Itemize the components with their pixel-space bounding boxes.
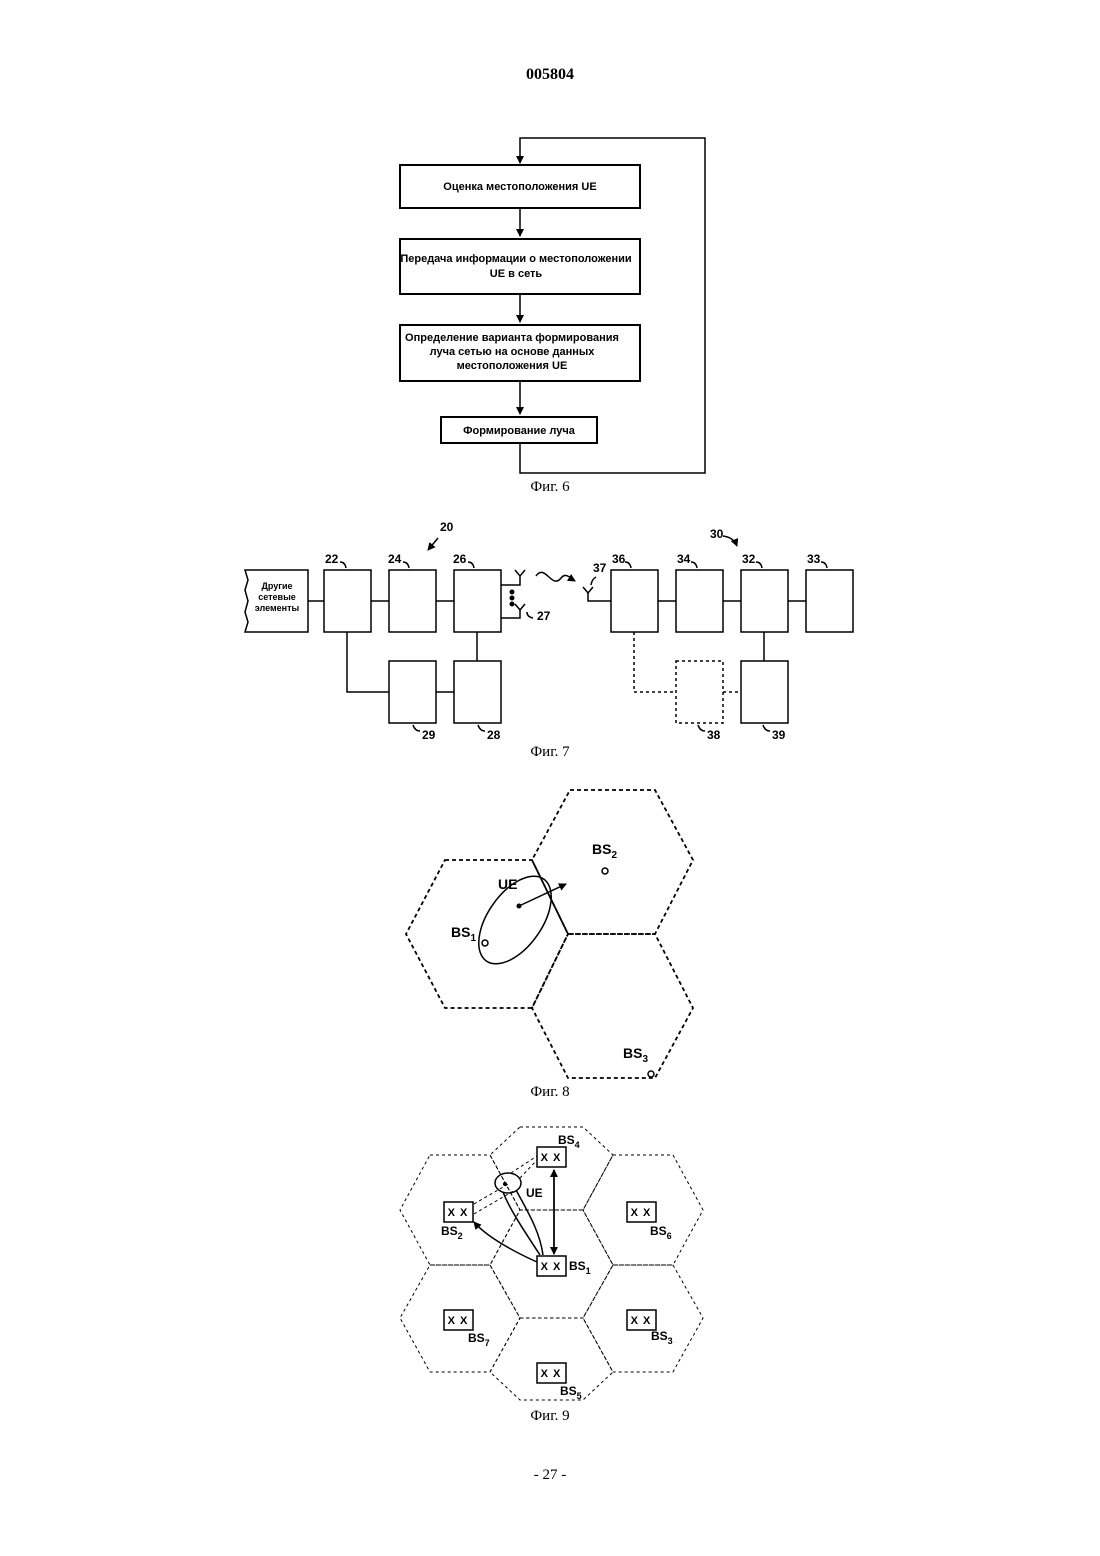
fig6-box2-line1: Передача информации о местоположении <box>400 253 631 265</box>
fig7-label-38: 38 <box>707 728 721 742</box>
fig6-box1-text: Оценка местоположения UE <box>443 181 596 193</box>
fig9-bs2-label: BS2 <box>441 1224 463 1241</box>
fig8-bs1-marker <box>482 940 488 946</box>
fig8-bs2-marker <box>602 868 608 874</box>
fig7-block-38-optional <box>676 661 723 723</box>
fig7-block-39 <box>741 661 788 723</box>
fig7-label-22: 22 <box>325 552 339 566</box>
fig7-label-39: 39 <box>772 728 786 742</box>
fig9-bs1-xx: X X <box>541 1261 562 1273</box>
fig7-arrow-30 <box>723 536 737 546</box>
fig8-cell-bs3 <box>532 934 693 1078</box>
fig7-label-30: 30 <box>710 527 724 541</box>
fig8-bs3-label: BS3 <box>623 1045 648 1065</box>
fig9-ue-point <box>503 1182 507 1186</box>
fig9-ue-label: UE <box>526 1186 543 1200</box>
fig9-cell-diagram: X X X X X X X X X X X X X X UE BS4 BS2 B… <box>400 1127 703 1401</box>
fig7-label-20: 20 <box>440 520 454 534</box>
fig9-bs7-label: BS7 <box>468 1331 490 1348</box>
fig9-arrow-bs1-bs2 <box>474 1222 537 1262</box>
fig7-block-24 <box>389 570 436 632</box>
fig7-other-line2: сетевые <box>258 592 296 602</box>
fig9-dash-ue-bs4 <box>520 1160 537 1178</box>
fig7-radio-link <box>536 572 575 581</box>
fig7-block-36 <box>611 570 658 632</box>
fig6-flowchart: Оценка местоположения UE Передача информ… <box>400 138 705 473</box>
fig6-box2-line2: UE в сеть <box>490 268 543 280</box>
fig7-block-34 <box>676 570 723 632</box>
fig7-label-37: 37 <box>593 561 607 575</box>
fig9-bs5-label: BS5 <box>560 1384 582 1401</box>
fig9-cell-bs4 <box>490 1127 613 1210</box>
fig9-bs1-label: BS1 <box>569 1259 591 1276</box>
fig9-bs3-xx: X X <box>631 1315 652 1327</box>
fig7-block-29 <box>389 661 436 723</box>
fig7-label-32: 32 <box>742 552 756 566</box>
fig7-ue-antenna <box>583 587 611 601</box>
fig8-cell-bs2 <box>532 790 693 934</box>
fig6-box-transmit-location <box>400 239 640 294</box>
fig8-ue-direction-arrow <box>519 884 566 906</box>
fig7-block-diagram: Другие сетевые элементы <box>245 520 853 742</box>
fig7-label-28: 28 <box>487 728 501 742</box>
fig9-dash-bs2-ue-a <box>474 1183 510 1204</box>
fig7-other-line3: элементы <box>255 603 300 613</box>
fig7-label-26: 26 <box>453 552 467 566</box>
fig9-bs7-xx: X X <box>448 1315 469 1327</box>
fig9-bs6-label: BS6 <box>650 1224 672 1241</box>
fig8-ue-label: UE <box>498 876 517 892</box>
fig6-box4-text: Формирование луча <box>463 425 576 437</box>
fig7-block-32 <box>741 570 788 632</box>
fig6-box3-line2: луча сетью на основе данных <box>430 346 596 358</box>
fig7-arrow-20 <box>428 538 438 550</box>
fig7-antenna-array <box>501 570 525 618</box>
fig9-cell-bs5 <box>490 1318 613 1400</box>
fig7-block-26 <box>454 570 501 632</box>
fig7-link-36-38 <box>634 632 676 692</box>
fig8-bs2-label: BS2 <box>592 841 617 861</box>
fig9-bs6-xx: X X <box>631 1207 652 1219</box>
fig9-bs3-label: BS3 <box>651 1329 673 1346</box>
fig8-cell-diagram: UE BS1 BS2 BS3 <box>406 790 693 1078</box>
fig6-caption: Фиг. 6 <box>0 479 1100 496</box>
fig7-link-22-29 <box>347 632 389 692</box>
fig8-bs3-marker <box>648 1071 654 1077</box>
fig7-block-28 <box>454 661 501 723</box>
fig7-caption: Фиг. 7 <box>0 744 1100 761</box>
fig7-other-line1: Другие <box>261 581 292 591</box>
fig9-bs5-xx: X X <box>541 1368 562 1380</box>
fig6-box3-line1: Определение варианта формирования <box>405 332 619 344</box>
fig9-bs4-xx: X X <box>541 1152 562 1164</box>
fig7-label-33: 33 <box>807 552 821 566</box>
fig6-box3-line3: местоположения UE <box>457 360 568 372</box>
fig7-label-36: 36 <box>612 552 626 566</box>
page-number: - 27 - <box>0 1467 1100 1484</box>
fig9-caption: Фиг. 9 <box>0 1408 1100 1425</box>
fig9-ue-ellipse <box>495 1173 521 1193</box>
fig8-bs1-label: BS1 <box>451 924 476 944</box>
fig9-bs2-xx: X X <box>448 1207 469 1219</box>
fig7-label-29: 29 <box>422 728 436 742</box>
fig7-block-22 <box>324 570 371 632</box>
fig7-label-27: 27 <box>537 609 551 623</box>
fig7-block-33 <box>806 570 853 632</box>
fig7-label-24: 24 <box>388 552 402 566</box>
fig8-caption: Фиг. 8 <box>0 1084 1100 1101</box>
fig7-label-34: 34 <box>677 552 691 566</box>
